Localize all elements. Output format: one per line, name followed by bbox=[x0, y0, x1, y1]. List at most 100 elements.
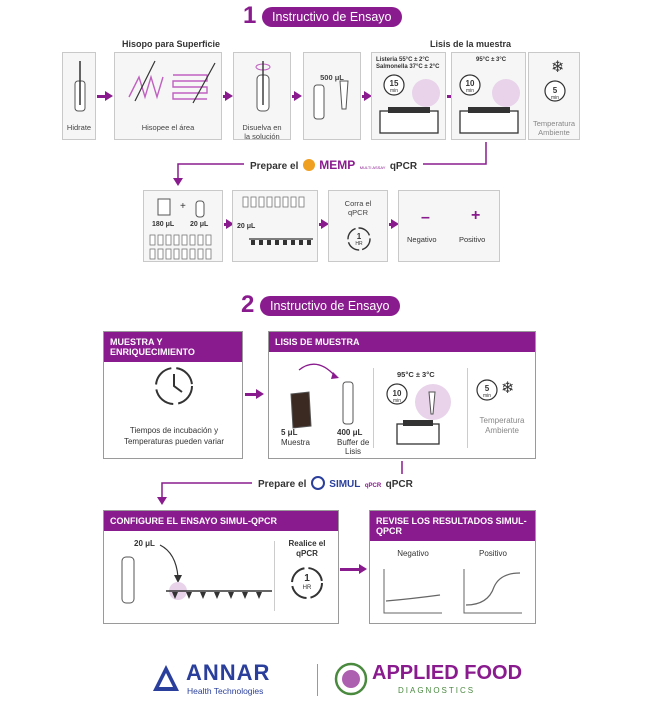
swab-label: Hisopee el área bbox=[141, 123, 195, 132]
divider bbox=[467, 368, 468, 448]
clock-cycle-icon bbox=[291, 567, 323, 599]
flow-arrow bbox=[447, 95, 451, 98]
configure-run-1: Realice el bbox=[288, 539, 326, 548]
hr-number: 1 bbox=[356, 232, 362, 241]
prepare-simul: Prepare el SIMUL qPCR qPCR bbox=[252, 474, 419, 492]
negative-sign: – bbox=[421, 209, 430, 226]
box-lysis: LISIS DE MUESTRA 5 μL Muestra 400 μL Buf… bbox=[268, 331, 536, 459]
configure-hr: HR bbox=[302, 585, 312, 591]
run-label-1: Corra el bbox=[344, 199, 372, 208]
lysis-timer10: 10 bbox=[392, 389, 402, 398]
simul-logo-icon bbox=[310, 475, 325, 490]
flow-arrow-head bbox=[225, 91, 233, 101]
vial-tube-icon bbox=[157, 198, 205, 218]
swab-pattern-icon bbox=[128, 60, 216, 104]
section2-number: 2 bbox=[241, 291, 255, 318]
room-temp-2: Ambiente bbox=[538, 128, 570, 137]
negative-label: Negativo bbox=[407, 235, 437, 244]
flow-arrow-head bbox=[364, 91, 372, 101]
section2-title: Instructivo de Ensayo bbox=[260, 296, 400, 316]
box-configure-header: CONFIGURE EL ENSAYO SIMUL-QPCR bbox=[104, 511, 338, 531]
annar-logo-icon bbox=[153, 665, 179, 691]
flow-arrow-head bbox=[294, 91, 302, 101]
lysis-vol400: 400 μL bbox=[337, 428, 363, 437]
section1-title: Instructivo de Ensayo bbox=[262, 7, 402, 27]
step-plate: 20 μL bbox=[232, 190, 318, 262]
step-swab: Hisopee el área bbox=[114, 52, 222, 140]
lysis-temp95: 95°C ± 3°C bbox=[397, 370, 435, 379]
timer10-unit: min bbox=[465, 88, 475, 94]
flow-arrow-head bbox=[359, 564, 367, 574]
lysis-group-label: Lisis de la muestra bbox=[430, 39, 512, 49]
results-positive-label: Positivo bbox=[478, 549, 507, 558]
tube-strip-icon bbox=[149, 234, 212, 260]
results-negative-label: Negativo bbox=[397, 549, 429, 558]
listeria-temp: Listeria 55°C ± 2°C bbox=[376, 57, 430, 63]
step-results-1: – + Negativo Positivo bbox=[398, 190, 500, 262]
lysis-buffer-1: Buffer de bbox=[337, 438, 370, 447]
divider bbox=[373, 368, 374, 448]
prepare-memp: Prepare el MEMP MULTI ASSAY qPCR bbox=[244, 156, 424, 174]
afd-sub: DIAGNOSTICS bbox=[398, 686, 476, 695]
hr-label: HR bbox=[355, 241, 363, 247]
clock-cycle-icon bbox=[347, 227, 371, 251]
lysis-vol5: 5 μL bbox=[281, 428, 298, 437]
lysis-timer5-unit: min bbox=[482, 393, 492, 399]
snowflake-icon: ❄ bbox=[501, 380, 515, 397]
dissolve-label-1: Disuelva en bbox=[242, 123, 282, 132]
box-results-header: REVISE LOS RESULTADOS SIMUL-QPCR bbox=[370, 511, 535, 541]
step-dissolve: Disuelva en la solución bbox=[233, 52, 291, 141]
timer-icon bbox=[476, 379, 498, 401]
box-lysis-header: LISIS DE MUESTRA bbox=[269, 332, 535, 352]
memp-brand: MEMP bbox=[319, 158, 356, 172]
room-temp-1: Temperatura bbox=[532, 119, 576, 128]
plate-strips-icon bbox=[242, 196, 313, 245]
swab-group-label: Hisopo para Superficie bbox=[122, 39, 221, 49]
hydrate-label: Hidrate bbox=[66, 123, 92, 132]
clock-cycle-icon bbox=[155, 367, 193, 405]
annar-name: ANNAR bbox=[186, 660, 271, 685]
timer15-unit: min bbox=[389, 88, 399, 94]
configure-run-2: qPCR bbox=[296, 549, 318, 558]
configure-hr-num: 1 bbox=[304, 573, 310, 584]
step-mix: + 180 μL 20 μL bbox=[143, 190, 223, 262]
box-results: REVISE LOS RESULTADOS SIMUL-QPCR Negativ… bbox=[369, 510, 536, 624]
step-heat-2: 95°C ± 3°C 10 min bbox=[451, 52, 526, 140]
pipette-tube-icon bbox=[313, 80, 349, 120]
amplification-curves-icon bbox=[383, 569, 522, 614]
vol180: 180 μL bbox=[152, 221, 175, 228]
box-sample-header: MUESTRA Y ENRIQUECIMIENTO bbox=[104, 332, 242, 362]
heat2-temp: 95°C ± 3°C bbox=[476, 57, 507, 63]
flow-arrow-head bbox=[256, 389, 264, 399]
simul-brand: SIMUL bbox=[329, 479, 361, 490]
sample-bag-buffer-icon bbox=[290, 363, 354, 429]
prepare2-suffix: qPCR bbox=[385, 479, 413, 490]
prepare-suffix: qPCR bbox=[389, 161, 418, 172]
step-hydrate: Hidrate bbox=[62, 52, 96, 140]
vol20a: 20 μL bbox=[190, 221, 209, 228]
step-run-qpcr: Corra el qPCR 1 HR bbox=[328, 190, 388, 262]
timer15-value: 15 bbox=[389, 79, 399, 88]
timer-icon bbox=[544, 80, 566, 102]
snowflake-icon: ❄ bbox=[551, 59, 565, 76]
flow-arrow bbox=[97, 95, 106, 98]
afd-name: APPLIED FOOD bbox=[372, 662, 523, 684]
memp-brand-sub: MULTI ASSAY bbox=[359, 165, 386, 170]
lysis-timer10-unit: min bbox=[392, 398, 402, 404]
annar-sub: Health Technologies bbox=[187, 686, 264, 696]
positive-sign: + bbox=[471, 207, 481, 224]
prepare-prefix: Prepare el bbox=[250, 161, 299, 172]
run-label-2: qPCR bbox=[347, 208, 368, 217]
plus-symbol: + bbox=[180, 201, 186, 212]
lysis-buffer-2: Lisis bbox=[345, 447, 362, 456]
box-configure: CONFIGURE EL ENSAYO SIMUL-QPCR 20 μL Rea… bbox=[103, 510, 339, 624]
lysis-room-1: Temperatura bbox=[479, 416, 525, 425]
applied-food-logo-icon bbox=[334, 662, 368, 696]
dissolve-label-2: la solución bbox=[244, 132, 280, 141]
sample-text-1: Tiempos de incubación y bbox=[129, 426, 219, 435]
timer-heater-icon bbox=[379, 74, 440, 134]
lysis-room-2: Ambiente bbox=[485, 426, 519, 435]
lysis-sample: Muestra bbox=[281, 438, 310, 447]
timer-heater-icon bbox=[459, 74, 520, 134]
step-room-temp: ❄ 5 min Temperatura Ambiente bbox=[528, 52, 580, 140]
